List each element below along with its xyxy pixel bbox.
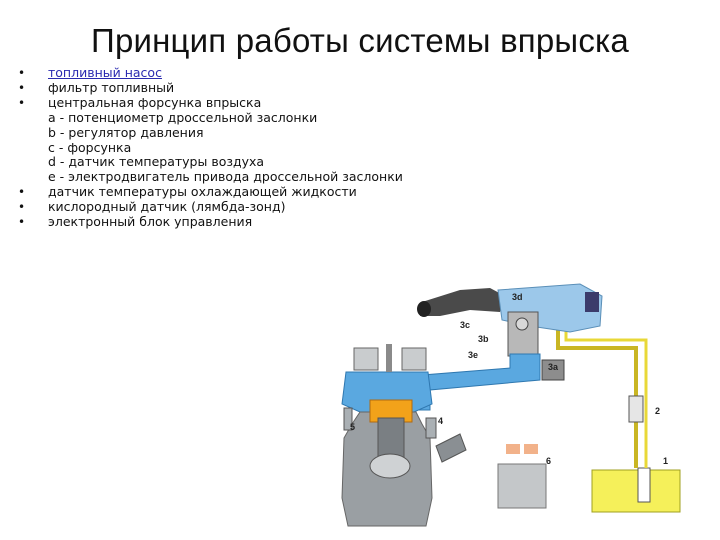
bullet-list: • топливный насос • фильтр топливный • ц… (18, 65, 438, 230)
sub-item: a - потенциометр дроссельной заслонки (48, 109, 318, 125)
spark-plug (386, 344, 392, 372)
exhaust-connector (435, 433, 467, 463)
fuel-filter (628, 395, 644, 423)
coolant-sensor-4 (425, 417, 437, 439)
fuel-return-line (564, 326, 648, 468)
fuel-supply-line (556, 328, 638, 468)
label-3c: 3c (460, 320, 470, 330)
bullet-dot: • (18, 95, 26, 110)
air-intake-pipe (420, 288, 505, 316)
connector-block (585, 292, 599, 312)
sub-item: b - регулятор давления (48, 124, 204, 140)
bullet-coolant-sensor: • датчик температуры охлаждающей жидкост… (18, 184, 438, 200)
fuel-pump-body (637, 467, 651, 503)
slide-title: Принцип работы системы впрыска (91, 22, 629, 59)
label-3d: 3d (512, 292, 523, 302)
ecu-connector-a (506, 444, 520, 454)
bullet-text: датчик температуры охлаждающей жидкости (48, 184, 357, 200)
label-1: 1 (663, 456, 668, 466)
label-6: 6 (546, 456, 551, 466)
label-5: 5 (350, 422, 355, 432)
bullet-ecu: • электронный блок управления (18, 214, 438, 230)
bullet-dot: • (18, 80, 26, 95)
connecting-rod (377, 417, 405, 459)
bullet-text: фильтр топливный (48, 79, 175, 95)
throttle-motor-3a (541, 359, 565, 381)
bullet-text: электронный блок управления (48, 214, 253, 230)
valve-cover-right (401, 347, 427, 371)
sub-item: d - датчик температуры воздуха (48, 154, 265, 170)
label-2: 2 (655, 406, 660, 416)
sub-item: e - электродвигатель привода дроссельной… (48, 169, 403, 185)
injection-system-diagram: 3d 3c 3b 3e 3a 1 2 4 5 6 (341, 283, 681, 527)
bullet-fuel-filter: • фильтр топливный (18, 79, 438, 96)
lambda-sensor-5 (343, 407, 353, 431)
valve-cover-left (353, 347, 379, 371)
bullet-dot: • (18, 185, 26, 200)
ecu-unit-6 (497, 463, 547, 509)
sub-item: c - форсунка (48, 139, 132, 155)
label-3e: 3e (468, 350, 478, 360)
bullet-dot: • (18, 66, 26, 80)
bullet-dot: • (18, 215, 26, 230)
bullet-text: кислородный датчик (лямбда-зонд) (48, 199, 286, 215)
bullet-injector: • центральная форсунка впрыска (18, 94, 438, 111)
ecu-connector-b (524, 444, 538, 454)
bullet-lambda-sensor: • кислородный датчик (лямбда-зонд) (18, 199, 438, 215)
label-3b: 3b (478, 334, 489, 344)
intake-opening (417, 301, 431, 317)
label-3a: 3a (548, 362, 559, 372)
label-4: 4 (438, 416, 443, 426)
crankshaft (369, 453, 411, 479)
bullet-text: центральная форсунка впрыска (48, 94, 262, 110)
bullet-fuel-pump[interactable]: • топливный насос (18, 65, 438, 81)
throttle-valve (515, 317, 529, 331)
intake-manifold (409, 353, 541, 411)
fuel-tank (591, 469, 681, 513)
fuel-pump-link[interactable]: топливный насос (48, 65, 162, 80)
bullet-dot: • (18, 200, 26, 215)
